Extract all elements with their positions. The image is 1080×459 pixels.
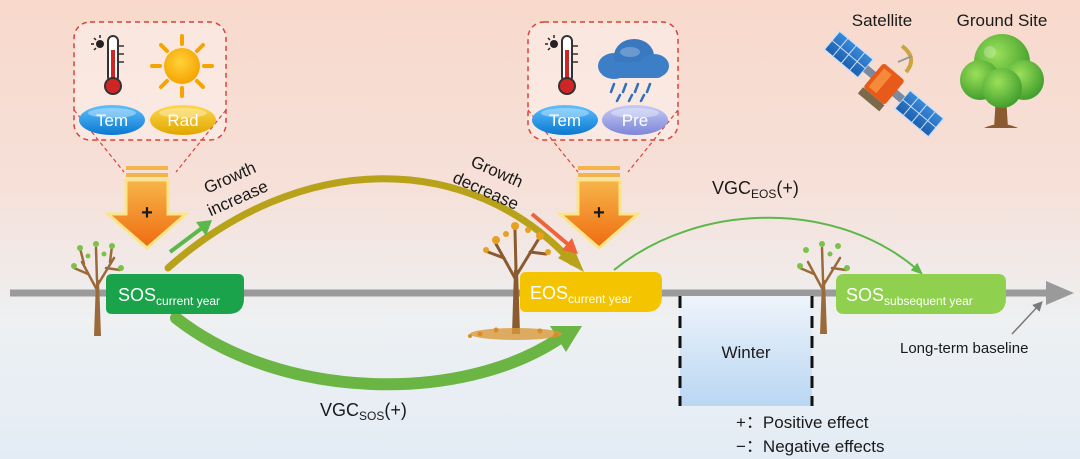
tem-label-left: Tem	[96, 111, 128, 130]
sun-icon	[150, 34, 214, 98]
vgc-eos-label: VGCEOS(+)	[712, 178, 799, 201]
legend-negative: −：Negative effects	[736, 437, 885, 456]
sos-subsequent-sub: subsequent year	[884, 294, 973, 308]
positive-effect-arrow-left: +	[103, 166, 191, 250]
vgc-eos-arrow	[613, 216, 923, 275]
tem-label-right: Tem	[549, 111, 581, 130]
rad-label: Rad	[167, 111, 198, 130]
eos-current-main: EOS	[530, 283, 568, 303]
sos-current-year-pill: SOScurrent year	[106, 274, 244, 314]
vgc-sos-label: VGCSOS(+)	[320, 400, 407, 423]
plus-sign-right: +	[593, 202, 605, 224]
positive-effect-arrow-right: +	[555, 166, 643, 250]
tem-pill-left: Tem	[79, 105, 145, 135]
legend-positive: +：Positive effect	[736, 413, 869, 432]
vgc-eos-sub: EOS	[751, 187, 776, 201]
tree-icon	[468, 222, 562, 340]
vgc-sos-sub: SOS	[359, 409, 384, 423]
tree-icon	[71, 241, 124, 336]
factor-panel-right: Tem Pre	[527, 21, 679, 173]
vgc-sos-sign: (+)	[384, 400, 407, 420]
vgc-sos-arrow	[170, 312, 582, 391]
svg-text:SOScurrent year: SOScurrent year	[118, 285, 220, 308]
vgc-eos-sign: (+)	[776, 178, 799, 198]
small-green-arrow	[168, 220, 212, 254]
ground-site-label: Ground Site	[957, 11, 1048, 30]
vgc-sos-main: VGC	[320, 400, 359, 420]
winter-label: Winter	[721, 343, 770, 362]
tree-icon	[797, 241, 850, 334]
eos-current-sub: current year	[568, 292, 632, 306]
baseline-pointer	[1011, 301, 1043, 335]
rad-pill: Rad	[150, 105, 216, 135]
pre-label: Pre	[622, 111, 648, 130]
vgc-eos-main: VGC	[712, 178, 751, 198]
sos-subsequent-main: SOS	[846, 285, 884, 305]
svg-text:EOScurrent year: EOScurrent year	[530, 283, 632, 306]
sos-current-sub: current year	[156, 294, 220, 308]
sos-subsequent-year-pill: SOSsubsequent year	[836, 274, 1006, 314]
satellite-label: Satellite	[852, 11, 912, 30]
eos-current-year-pill: EOScurrent year	[520, 272, 662, 312]
factor-panel-left: Tem Rad	[73, 21, 227, 173]
svg-text:SOSsubsequent year: SOSsubsequent year	[846, 285, 973, 308]
satellite-icon	[823, 30, 945, 138]
sos-current-main: SOS	[118, 285, 156, 305]
pre-pill: Pre	[602, 105, 668, 135]
baseline-label: Long-term baseline	[900, 340, 1028, 357]
rain-cloud-icon	[598, 39, 669, 103]
thermometer-icon	[545, 35, 578, 95]
thermometer-icon	[91, 35, 124, 95]
growth-decrease-arrow	[530, 212, 578, 254]
plus-sign-left: +	[141, 202, 153, 224]
tree-icon	[960, 34, 1044, 128]
tem-pill-right: Tem	[532, 105, 598, 135]
growth-increase-arrow	[164, 175, 584, 272]
winter-box: Winter	[678, 296, 814, 406]
